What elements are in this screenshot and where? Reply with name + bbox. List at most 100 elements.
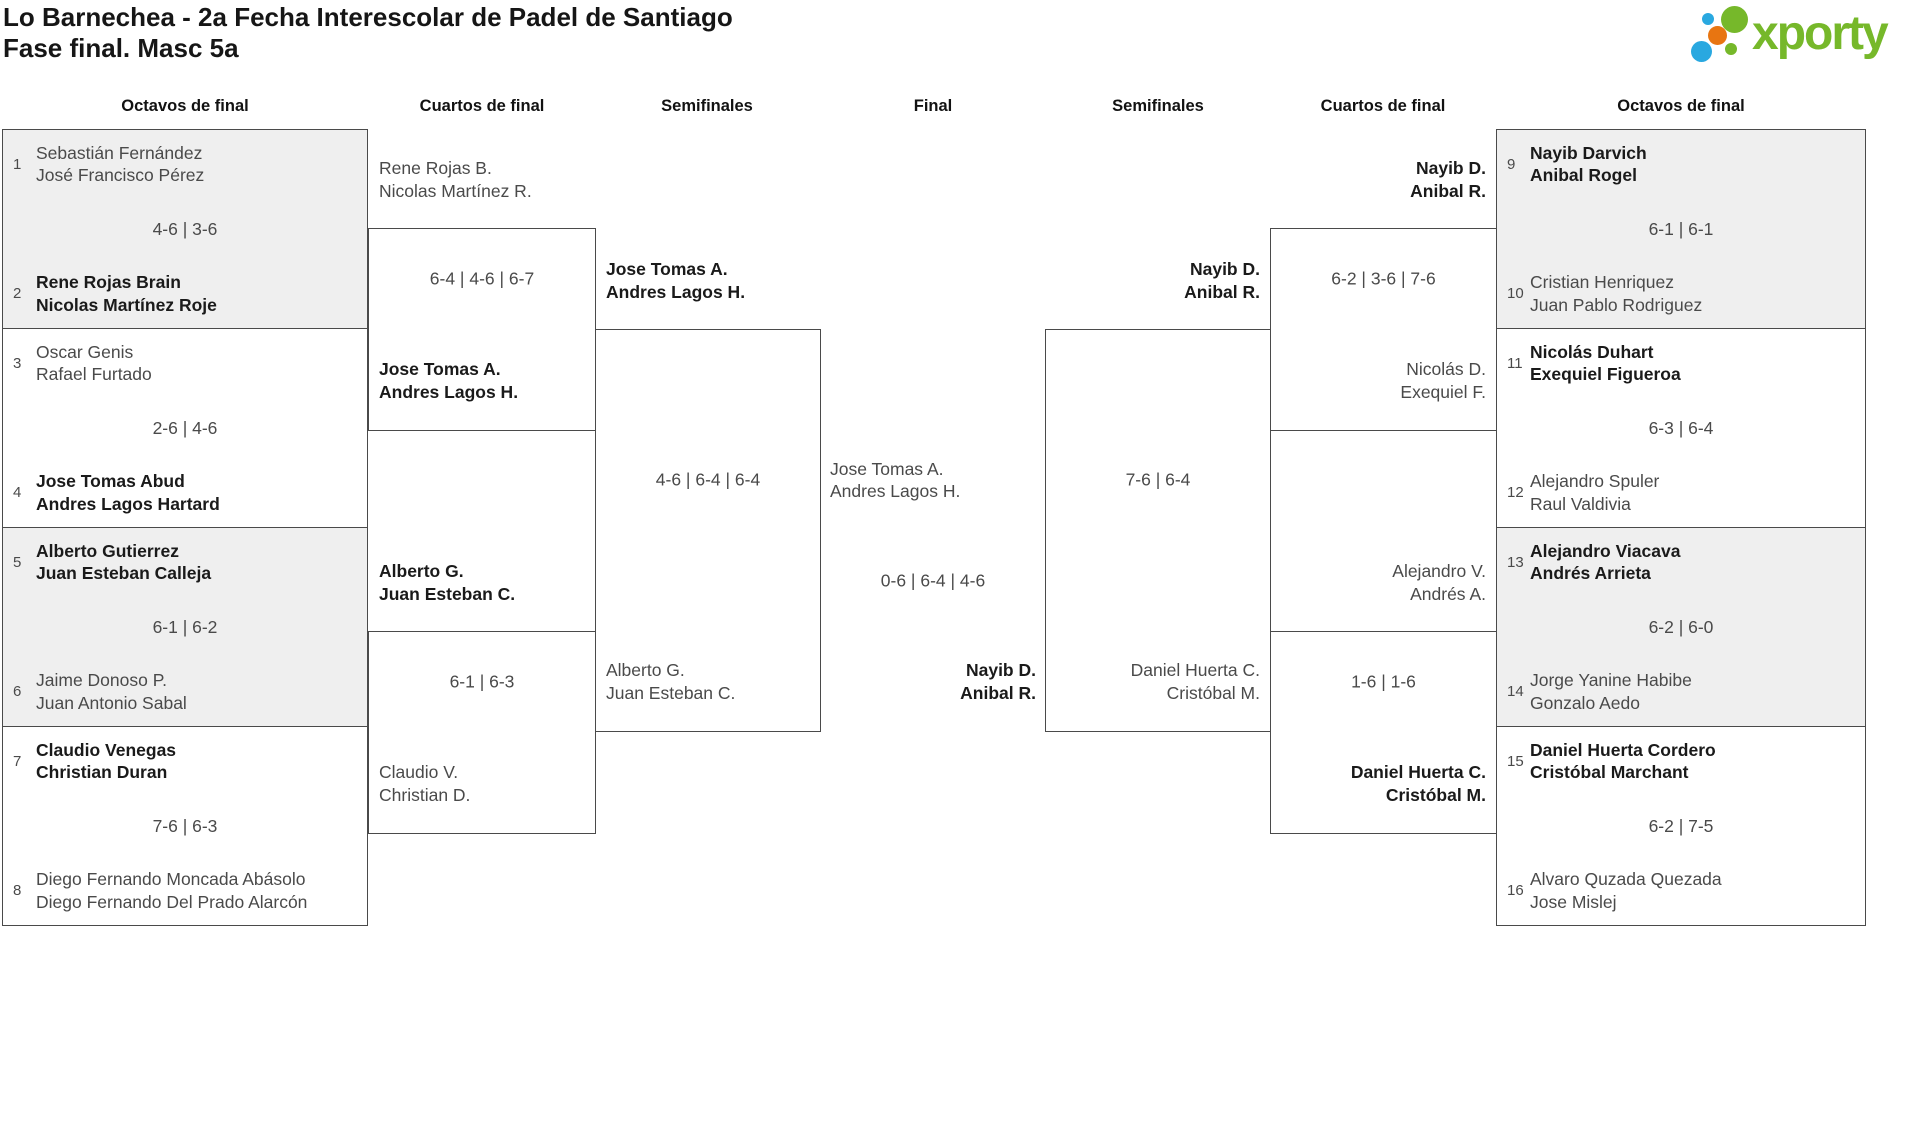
match-box-qf-left-2[interactable]: Alberto G. Juan Esteban C. 6-1 | 6-3 Cla… xyxy=(368,561,596,834)
match-score: 7-6 | 6-4 xyxy=(1125,469,1191,490)
match-box-r16-7[interactable]: 13 Alejandro Viacava Andrés Arrieta 6-2 … xyxy=(1496,527,1866,727)
team-names: Daniel Huerta C. Cristóbal M. xyxy=(1130,660,1260,703)
team-slot[interactable]: 10 Cristian Henriquez Juan Pablo Rodrigu… xyxy=(1507,271,1855,316)
match-box-r16-8[interactable]: 15 Daniel Huerta Cordero Cristóbal March… xyxy=(1496,726,1866,926)
team-names: Diego Fernando Moncada Abásolo Diego Fer… xyxy=(36,869,308,912)
round-header-cuartos-left: Cuartos de final xyxy=(419,97,545,115)
tournament-name: Lo Barnechea - 2a Fecha Interescolar de … xyxy=(3,2,733,32)
logo-wordmark: xporty xyxy=(1752,7,1889,60)
team-slot[interactable]: 4 Jose Tomas Abud Andres Lagos Hartard xyxy=(13,470,357,515)
team-slot[interactable]: 1 Sebastián Fernández José Francisco Pér… xyxy=(13,142,357,187)
team-slot[interactable]: 9 Nayib Darvich Anibal Rogel xyxy=(1507,142,1855,187)
team-names: Alberto Gutierrez Juan Esteban Calleja xyxy=(36,541,212,584)
seed-number: 14 xyxy=(1507,683,1524,701)
team-slot[interactable]: 6 Jaime Donoso P. Juan Antonio Sabal xyxy=(13,669,357,714)
xporty-logo[interactable]: xporty xyxy=(1688,4,1889,68)
team-names: Nicolás D. Exequiel F. xyxy=(1400,359,1486,402)
match-box-r16-6[interactable]: 11 Nicolás Duhart Exequiel Figueroa 6-3 … xyxy=(1496,328,1866,528)
match-box-r16-1[interactable]: 1 Sebastián Fernández José Francisco Pér… xyxy=(2,129,368,329)
match-score: 6-1 | 6-3 xyxy=(449,671,515,692)
team-names: Rene Rojas B. Nicolas Martínez R. xyxy=(379,158,532,201)
team-names: Jose Tomas A. Andres Lagos H. xyxy=(830,459,961,502)
logo-dot-green-small xyxy=(1725,43,1737,55)
match-box-sf-right[interactable]: Nayib D. Anibal R. 7-6 | 6-4 Daniel Huer… xyxy=(1045,259,1271,732)
round-header-semifinal-left: Semifinales xyxy=(661,97,753,115)
seed-number: 4 xyxy=(13,484,22,502)
match-box-qf-left-1[interactable]: Rene Rojas B. Nicolas Martínez R. 6-4 | … xyxy=(368,158,596,431)
team-names: Daniel Huerta Cordero Cristóbal Marchant xyxy=(1530,740,1716,783)
team-names: Oscar Genis Rafael Furtado xyxy=(36,342,152,385)
match-box-qf-right-2[interactable]: Alejandro V. Andrés A. 1-6 | 1-6 Daniel … xyxy=(1270,561,1497,834)
match-score: 6-2 | 3-6 | 7-6 xyxy=(1331,268,1436,289)
seed-number: 8 xyxy=(13,882,22,900)
match-box-r16-2[interactable]: 3 Oscar Genis Rafael Furtado 2-6 | 4-6 4… xyxy=(2,328,368,528)
team-names: Nayib D. Anibal R. xyxy=(960,660,1036,703)
seed-number: 11 xyxy=(1507,354,1523,372)
team-slot[interactable]: 5 Alberto Gutierrez Juan Esteban Calleja xyxy=(13,540,357,585)
match-box-sf-left[interactable]: Jose Tomas A. Andres Lagos H. 4-6 | 6-4 … xyxy=(595,259,821,732)
match-score: 0-6 | 6-4 | 4-6 xyxy=(880,570,986,591)
team-slot[interactable]: 13 Alejandro Viacava Andrés Arrieta xyxy=(1507,540,1855,585)
team-names: Alejandro V. Andrés A. xyxy=(1392,561,1486,604)
seed-number: 13 xyxy=(1507,553,1524,571)
match-score: 6-1 | 6-1 xyxy=(1648,218,1714,239)
match-score: 2-6 | 4-6 xyxy=(152,417,218,438)
match-score: 6-4 | 4-6 | 6-7 xyxy=(429,268,535,289)
team-slot[interactable]: 12 Alejandro Spuler Raul Valdivia xyxy=(1507,470,1855,515)
team-names: Claudio Venegas Christian Duran xyxy=(36,740,177,783)
seed-number: 9 xyxy=(1507,155,1516,173)
team-slot[interactable]: 3 Oscar Genis Rafael Furtado xyxy=(13,341,357,386)
team-names: Claudio V. Christian D. xyxy=(379,762,471,805)
team-names: Nayib D. Anibal R. xyxy=(1410,158,1486,201)
match-score: 6-2 | 6-0 xyxy=(1648,616,1714,637)
team-names: Alvaro Quzada Quezada Jose Mislej xyxy=(1530,869,1722,912)
team-slot[interactable]: 15 Daniel Huerta Cordero Cristóbal March… xyxy=(1507,739,1855,784)
seed-number: 1 xyxy=(13,155,22,173)
seed-number: 3 xyxy=(13,354,22,372)
logo-dot-blue-large xyxy=(1691,41,1712,62)
team-names: Jaime Donoso P. Juan Antonio Sabal xyxy=(36,670,187,713)
match-score: 6-2 | 7-5 xyxy=(1648,815,1714,836)
team-names: Alberto G. Juan Esteban C. xyxy=(379,561,516,604)
match-box-r16-5[interactable]: 9 Nayib Darvich Anibal Rogel 6-1 | 6-1 1… xyxy=(1496,129,1866,329)
team-names: Nayib D. Anibal R. xyxy=(1184,259,1260,302)
team-names: Nayib Darvich Anibal Rogel xyxy=(1530,143,1647,186)
match-score: 7-6 | 6-3 xyxy=(152,815,218,836)
team-names: Jose Tomas A. Andres Lagos H. xyxy=(606,259,746,302)
team-slot[interactable]: 2 Rene Rojas Brain Nicolas Martínez Roje xyxy=(13,271,357,316)
octavos-left-column: 1 Sebastián Fernández José Francisco Pér… xyxy=(2,129,368,926)
team-names: Alberto G. Juan Esteban C. xyxy=(606,660,736,703)
team-names: Nicolás Duhart Exequiel Figueroa xyxy=(1530,342,1681,385)
seed-number: 5 xyxy=(13,553,22,571)
match-box-r16-4[interactable]: 7 Claudio Venegas Christian Duran 7-6 | … xyxy=(2,726,368,926)
team-names: Sebastián Fernández José Francisco Pérez xyxy=(36,143,205,186)
team-slot[interactable]: 16 Alvaro Quzada Quezada Jose Mislej xyxy=(1507,868,1855,913)
match-score: 4-6 | 3-6 xyxy=(152,218,218,239)
xporty-logo-icon xyxy=(1688,4,1748,66)
round-header-cuartos-right: Cuartos de final xyxy=(1320,97,1446,115)
phase-category: Fase final. Masc 5a xyxy=(3,33,239,63)
match-score: 4-6 | 6-4 | 6-4 xyxy=(655,469,761,490)
team-names: Jose Tomas A. Andres Lagos H. xyxy=(379,359,519,402)
seed-number: 16 xyxy=(1507,882,1524,900)
seed-number: 10 xyxy=(1507,285,1524,303)
match-box-r16-3[interactable]: 5 Alberto Gutierrez Juan Esteban Calleja… xyxy=(2,527,368,727)
seed-number: 6 xyxy=(13,683,22,701)
round-header-final: Final xyxy=(913,97,953,115)
team-names: Cristian Henriquez Juan Pablo Rodriguez xyxy=(1530,272,1703,315)
team-slot[interactable]: 8 Diego Fernando Moncada Abásolo Diego F… xyxy=(13,868,357,913)
match-box-qf-right-1[interactable]: Nayib D. Anibal R. 6-2 | 3-6 | 7-6 Nicol… xyxy=(1270,158,1497,431)
logo-dot-orange xyxy=(1708,26,1727,45)
match-score: 1-6 | 1-6 xyxy=(1351,671,1416,692)
team-names: Alejandro Spuler Raul Valdivia xyxy=(1530,471,1660,514)
team-names: Alejandro Viacava Andrés Arrieta xyxy=(1530,541,1681,584)
seed-number: 2 xyxy=(13,285,22,303)
team-slot[interactable]: 7 Claudio Venegas Christian Duran xyxy=(13,739,357,784)
round-header-semifinal-right: Semifinales xyxy=(1112,97,1204,115)
seed-number: 7 xyxy=(13,752,22,770)
seed-number: 12 xyxy=(1507,484,1524,502)
team-slot[interactable]: 11 Nicolás Duhart Exequiel Figueroa xyxy=(1507,341,1855,386)
match-final[interactable]: Jose Tomas A. Andres Lagos H. 0-6 | 6-4 … xyxy=(820,329,1046,732)
team-slot[interactable]: 14 Jorge Yanine Habibe Gonzalo Aedo xyxy=(1507,669,1855,714)
